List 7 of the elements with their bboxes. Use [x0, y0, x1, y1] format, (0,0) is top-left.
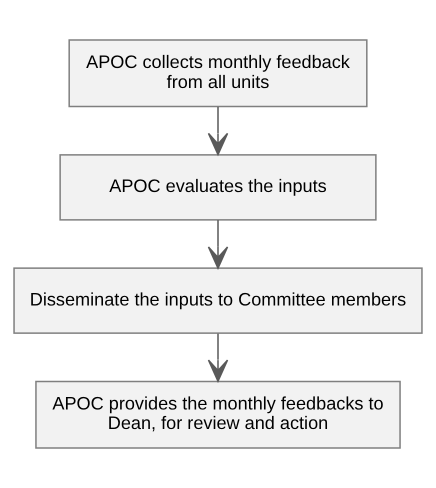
arrow [208, 334, 228, 382]
arrow [208, 220, 228, 269]
arrow [208, 106, 228, 156]
node-box: Disseminate the inputs to Committee members [13, 267, 423, 334]
node-box: APOC evaluates the inputs [59, 154, 377, 221]
node-box: APOC provides the monthly feedbacks to Dean, for review and action [35, 380, 401, 449]
node-box: APOC collects monthly feedback from all units [68, 39, 368, 108]
